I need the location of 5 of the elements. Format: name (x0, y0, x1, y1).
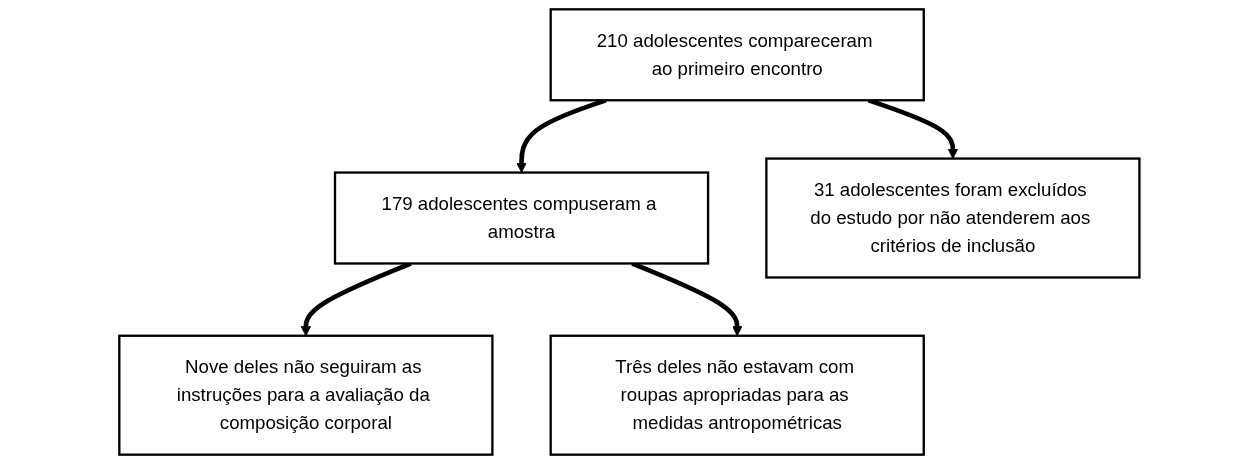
node-box: 179 adolescentes compuseram a amostra (333, 171, 710, 265)
node-box: Nove deles não seguiram as instruções para a avaliação da composição corporal (118, 334, 494, 456)
node-box: 210 adolescentes compareceram ao primeiro encontro (549, 8, 926, 102)
node-box: 31 adolescentes foram excluídos do estudo por não atenderem aos critérios de inclusão (765, 157, 1141, 279)
node-box: Três deles não estavam com roupas apropriadas para as medidas antropométricas (549, 334, 926, 456)
